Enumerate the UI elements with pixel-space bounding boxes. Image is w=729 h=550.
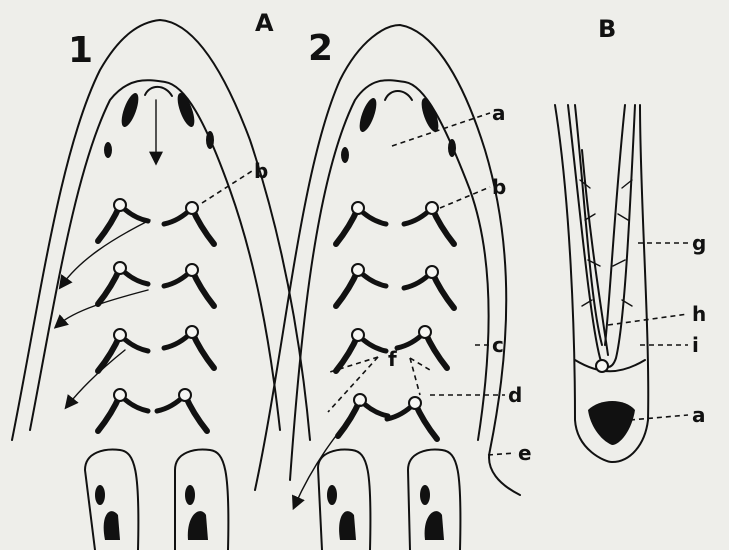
label-i: i [692,333,699,357]
head-tip-2 [385,91,412,100]
label-d: d [508,383,522,407]
label-f: f [388,347,397,371]
label-b-left: b [254,159,268,183]
label-c: c [492,333,504,357]
label-a-top: a [492,101,506,125]
label-h: h [692,302,706,326]
label-a-b: a [692,403,706,427]
inner-outline-1 [30,80,280,430]
head-tip-1 [145,87,172,96]
body-outline-1 [12,20,310,440]
panel-b-header: B [598,15,616,43]
figure-1 [12,20,310,550]
panel-a-header: A [255,9,274,37]
figure-2 [255,25,520,550]
label-b-right: b [492,175,506,199]
figure-1-number: 1 [68,30,93,71]
panel-b-figure [555,105,648,462]
figure-2-number: 2 [308,28,333,69]
label-g: g [692,231,706,255]
label-e: e [518,441,532,465]
